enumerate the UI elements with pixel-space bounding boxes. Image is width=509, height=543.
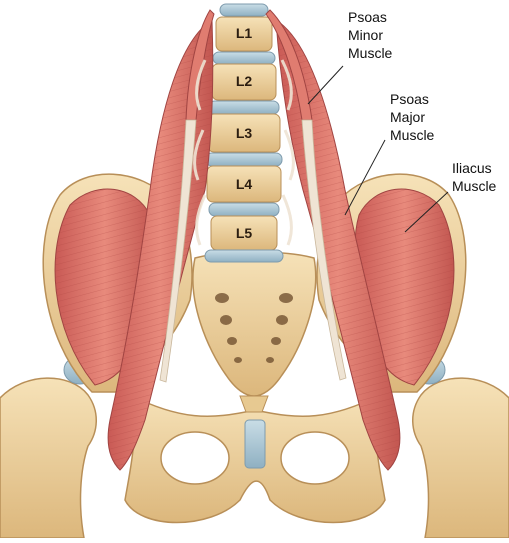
iliacus-label: Iliacus Muscle — [452, 159, 496, 195]
psoas-major-label-line-3: Muscle — [390, 127, 435, 143]
psoas-major-leader-line — [344, 139, 386, 216]
psoas-major-label: Psoas Major Muscle — [390, 90, 434, 144]
iliacus-label-line-2: Muscle — [452, 178, 497, 194]
vertebra-label-l1: L1 — [235, 25, 253, 41]
sacral-foramina — [215, 293, 293, 363]
psoas-major-label-line-2: Major — [390, 109, 426, 125]
sacrum — [192, 251, 317, 397]
tendinous-slips — [193, 59, 295, 246]
vertebra-label-l4: L4 — [235, 176, 253, 192]
lumbar-spine — [204, 3, 284, 263]
iliacus-leader-line — [404, 191, 449, 233]
iliacus-label-line-1: Iliacus — [452, 160, 492, 176]
vertebra-label-l3: L3 — [235, 125, 253, 141]
left-psoas-minor-tendon — [159, 119, 197, 383]
left-femur — [0, 377, 97, 539]
vertebra-label-l2: L2 — [235, 73, 253, 89]
psoas-minor-leader-line — [307, 65, 344, 105]
psoas-minor-label-line-1: Psoas — [348, 9, 387, 25]
psoas-minor-label-line-2: Minor — [348, 27, 384, 43]
psoas-minor-label: Psoas Minor Muscle — [348, 8, 392, 62]
psoas-major-label-line-1: Psoas — [390, 91, 429, 107]
right-obturator-foramen — [280, 431, 350, 485]
right-femur — [412, 377, 509, 539]
coccyx — [239, 395, 269, 413]
right-psoas-minor-tendon — [301, 119, 347, 381]
vertebra-label-l5: L5 — [235, 225, 253, 241]
left-obturator-foramen — [160, 431, 230, 485]
pubic-symphysis — [244, 419, 266, 469]
psoas-minor-label-line-3: Muscle — [348, 45, 393, 61]
